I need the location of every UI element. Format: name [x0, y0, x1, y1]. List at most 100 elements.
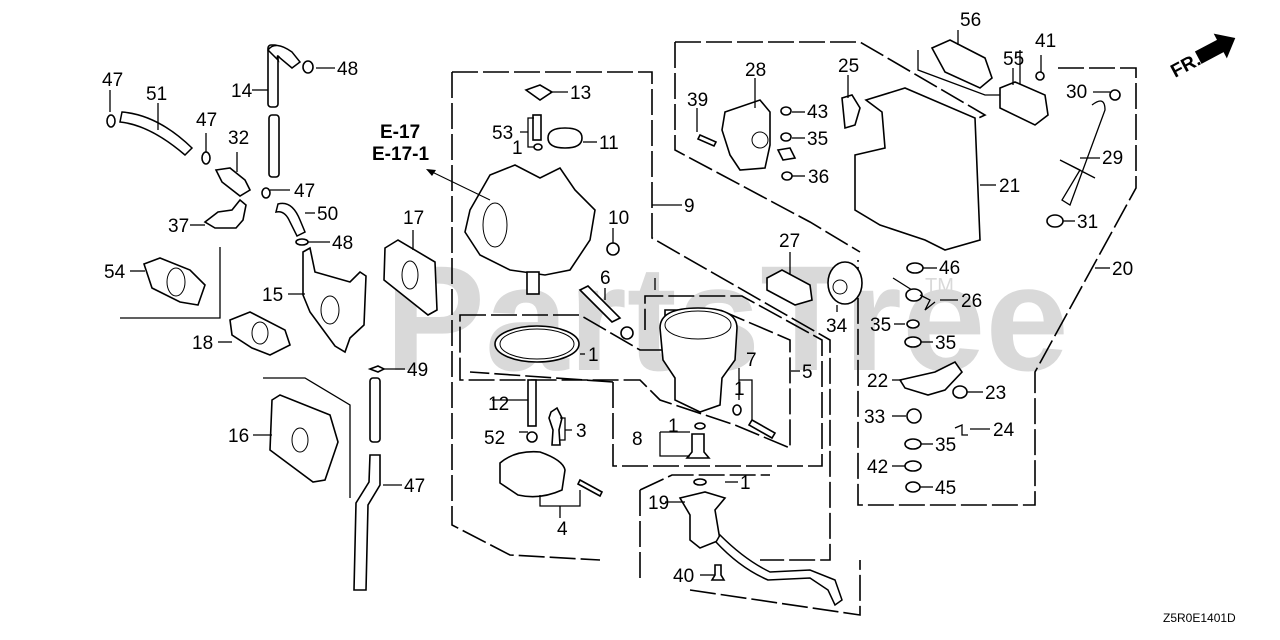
callout-34[interactable]: 35: [870, 315, 891, 336]
part-3-float: [499, 450, 566, 498]
part-33-pulley-hub: [832, 279, 848, 295]
callout-42[interactable]: 42: [867, 457, 888, 478]
part-1-o-ring-inner: [499, 328, 575, 360]
callout-13[interactable]: 14: [231, 81, 253, 102]
callout-31[interactable]: 32: [228, 128, 249, 149]
callout-49[interactable]: 50: [317, 204, 338, 225]
callout-32[interactable]: 33: [864, 407, 885, 428]
callout-41[interactable]: 41: [1035, 31, 1056, 52]
part-carburetor-body: [464, 164, 596, 276]
callout-48[interactable]: 49: [407, 360, 428, 381]
callout-46[interactable]: 47: [404, 476, 425, 497]
cross-reference-e17-1[interactable]: E-17-1: [372, 144, 429, 165]
part-43-nut: [780, 106, 792, 116]
callout-9[interactable]: 10: [608, 208, 629, 229]
part-16-gasket: [383, 239, 438, 316]
callout-18[interactable]: 19: [648, 493, 669, 514]
callout-35[interactable]: 35: [935, 333, 956, 354]
part-47-clip: [261, 187, 271, 199]
callout-33[interactable]: 34: [826, 316, 848, 337]
callout-44[interactable]: 45: [935, 478, 956, 499]
part-53-gasket: [142, 257, 206, 306]
part-14-hole: [320, 295, 340, 325]
callout-7[interactable]: 8: [632, 429, 643, 450]
callout-1[interactable]: 1: [588, 345, 599, 366]
callout-15[interactable]: 16: [228, 426, 249, 447]
part-13-hose-upper: [267, 44, 279, 108]
front-direction-indicator: FR.: [1167, 33, 1236, 82]
callout-47[interactable]: 47: [102, 70, 123, 91]
callout-47[interactable]: 47: [196, 110, 217, 131]
callout-38[interactable]: 37: [168, 216, 189, 237]
callout-1[interactable]: 1: [740, 473, 751, 494]
callout-45[interactable]: 46: [939, 258, 960, 279]
part-13-hose-lower: [268, 114, 280, 178]
callout-39[interactable]: 39: [687, 90, 708, 111]
callout-25[interactable]: 26: [961, 291, 982, 312]
group-outline-4: [459, 309, 791, 450]
callout-30[interactable]: 31: [1077, 212, 1098, 233]
part-22-bolt: [952, 385, 968, 399]
callout-29[interactable]: 30: [1066, 82, 1087, 103]
callout-20[interactable]: 21: [999, 176, 1020, 197]
part-54-gasket: [999, 81, 1049, 126]
callout-40[interactable]: 40: [673, 566, 694, 587]
float-bowl-rim: [664, 310, 732, 340]
callout-47[interactable]: 48: [332, 233, 353, 254]
callout-36[interactable]: 35: [807, 129, 828, 150]
part-52-screw: [532, 114, 542, 141]
callout-1[interactable]: 1: [668, 416, 679, 437]
callout-53[interactable]: 54: [104, 262, 126, 283]
callout-11[interactable]: 12: [488, 394, 509, 415]
callout-14[interactable]: 15: [262, 285, 283, 306]
callout-1[interactable]: 1: [734, 379, 745, 400]
part-29-nut: [1109, 89, 1121, 101]
part-39-bolt: [696, 133, 718, 148]
callout-17[interactable]: 18: [192, 333, 213, 354]
callout-24[interactable]: 25: [838, 56, 859, 77]
callout-28[interactable]: 29: [1102, 148, 1123, 169]
callout-54[interactable]: 55: [1003, 49, 1024, 70]
callout-8[interactable]: 9: [684, 196, 695, 217]
callout-48[interactable]: 48: [337, 59, 358, 80]
carburetor-bore: [482, 202, 508, 248]
callout-23[interactable]: 24: [993, 420, 1015, 441]
callout-5[interactable]: 6: [600, 268, 611, 289]
callout-52[interactable]: 53: [492, 123, 513, 144]
callout-27[interactable]: 28: [745, 60, 766, 81]
callout-3[interactable]: 4: [557, 519, 568, 540]
part-12-cap: [524, 84, 554, 101]
callout-16[interactable]: 17: [403, 208, 424, 229]
part-32-nut: [906, 408, 922, 424]
part-47-clip: [295, 238, 309, 246]
callout-37[interactable]: 36: [808, 167, 829, 188]
callout-43[interactable]: 43: [807, 102, 828, 123]
callout-51[interactable]: 52: [484, 428, 505, 449]
callout-2[interactable]: 3: [576, 421, 587, 442]
part-17-insulator: [229, 311, 291, 356]
callout-47[interactable]: 47: [294, 181, 315, 202]
callout-4[interactable]: 5: [802, 362, 813, 383]
cross-reference-e17[interactable]: E-17: [380, 122, 420, 143]
callout-50[interactable]: 51: [146, 84, 167, 105]
callout-22[interactable]: 23: [985, 383, 1006, 404]
callout-10[interactable]: 11: [599, 133, 619, 154]
group-outline-56: [469, 295, 823, 467]
part-16-hole: [401, 260, 419, 290]
part-2-nozzle: [548, 406, 563, 446]
callout-26[interactable]: 27: [779, 231, 800, 252]
callout-55[interactable]: 56: [960, 10, 981, 31]
part-25-spring: [905, 288, 923, 302]
callout-35[interactable]: 35: [935, 435, 956, 456]
part-5-pilot-screw: [578, 285, 622, 323]
part-42-washer: [904, 460, 922, 472]
callout-19[interactable]: 20: [1112, 259, 1133, 280]
callout-21[interactable]: 22: [867, 371, 888, 392]
part-47-clip: [106, 114, 116, 128]
callout-6[interactable]: 7: [746, 350, 757, 371]
callout-1[interactable]: 1: [512, 138, 523, 159]
part-26-gasket: [766, 269, 813, 306]
callout-12[interactable]: 13: [570, 83, 591, 104]
part-25-spring-arm: [892, 277, 913, 291]
